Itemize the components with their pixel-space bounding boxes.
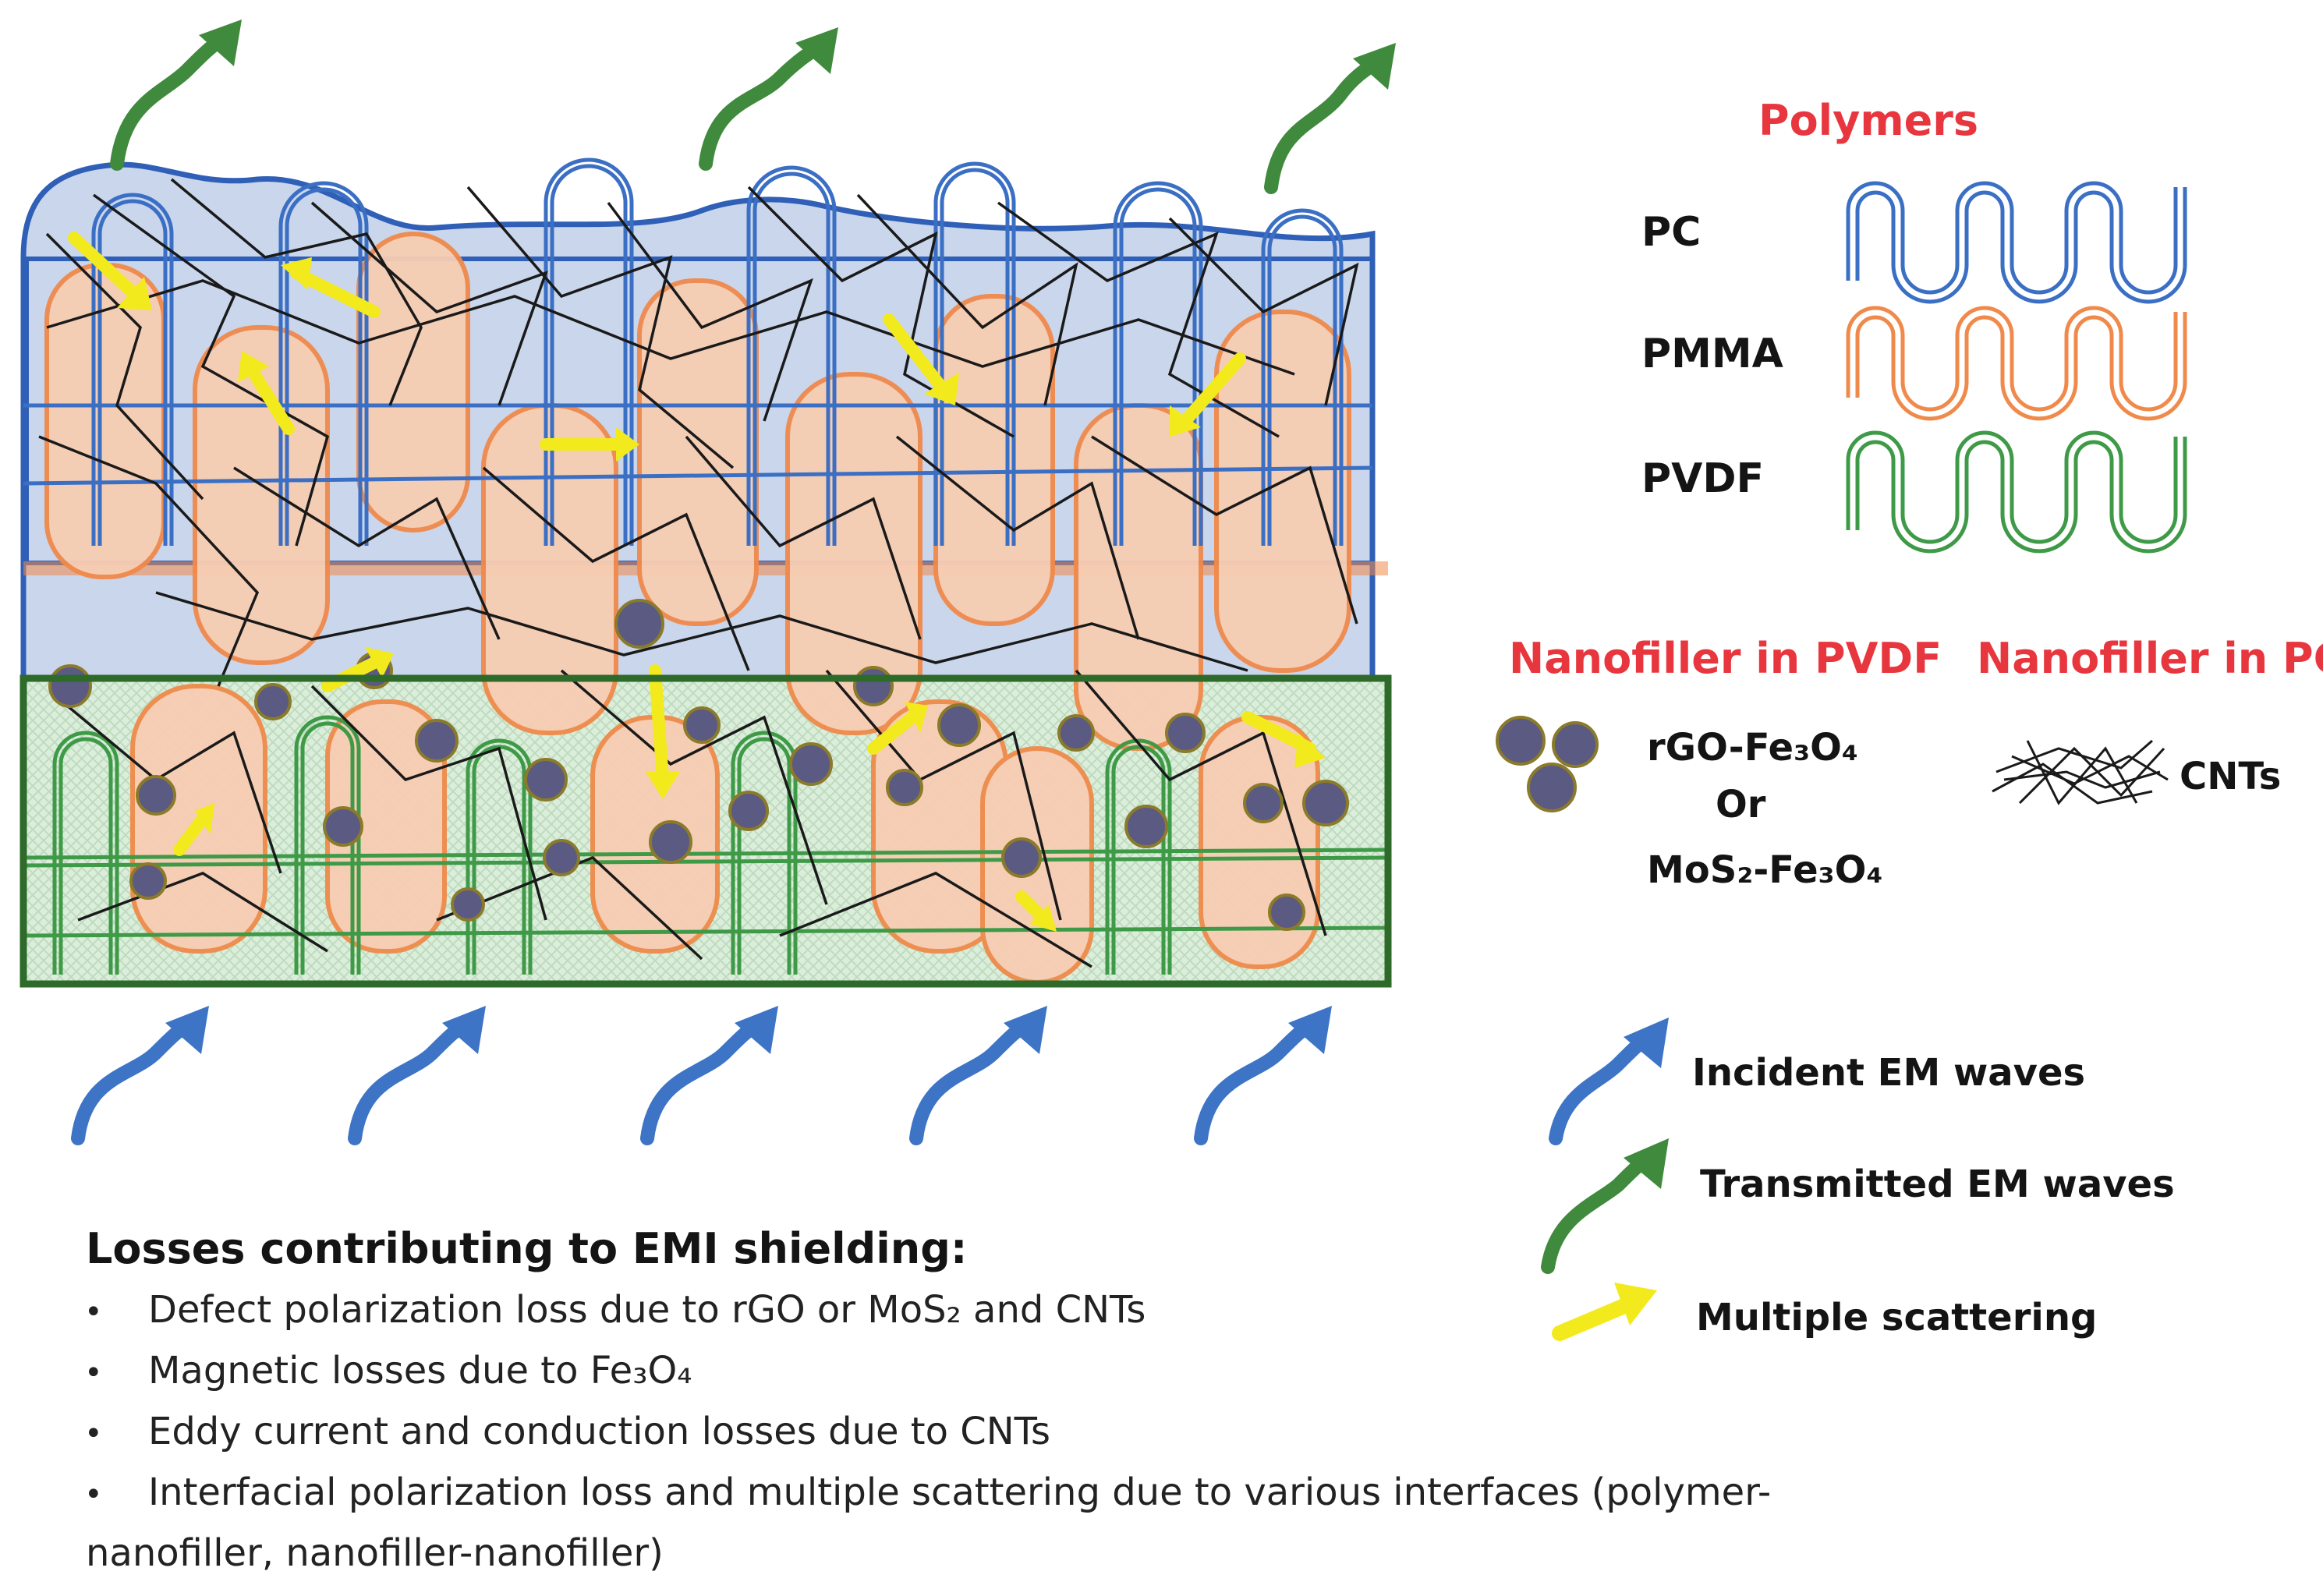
losses-heading: Losses contributing to EMI shielding: xyxy=(86,1224,968,1273)
nanoparticle-cluster-icon xyxy=(1496,716,1599,812)
bullet-marker: • xyxy=(84,1416,103,1452)
scattering-arrows xyxy=(68,232,1316,926)
nanofiller-pc-title: Nanofiller in PC xyxy=(1977,634,2323,683)
rgo-fe3o4-label: rGO-Fe₃O₄ xyxy=(1647,726,1858,770)
bullet-marker: • xyxy=(84,1294,103,1330)
pc-label: PC xyxy=(1641,209,1702,256)
loss-item-magnetic: Magnetic losses due to Fe₃O₄ xyxy=(148,1349,692,1393)
or-label: Or xyxy=(1716,783,1766,826)
mos2-fe3o4-label: MoS₂-Fe₃O₄ xyxy=(1647,848,1883,892)
loss-item-interfacial-polarization: Interfacial polarization loss and multip… xyxy=(148,1470,1772,1514)
bullet-marker: • xyxy=(84,1477,103,1513)
loss-item-defect-polarization: Defect polarization loss due to rGO or M… xyxy=(148,1288,1146,1332)
cnt-network xyxy=(38,178,1359,968)
nanofiller-pvdf-title: Nanofiller in PVDF xyxy=(1509,634,1942,683)
pvdf-chains xyxy=(23,715,1389,975)
pmma-label: PMMA xyxy=(1641,331,1783,377)
composite-block xyxy=(19,157,1392,988)
multiple-scattering-label: Multiple scattering xyxy=(1696,1296,2098,1339)
transmitted-arrows xyxy=(110,32,1383,194)
transmitted-arrow-icon xyxy=(1541,1138,1669,1274)
loss-item-eddy-current: Eddy current and conduction losses due t… xyxy=(148,1410,1051,1453)
cnt-bundle-icon xyxy=(1992,739,2169,805)
incident-arrow-icon xyxy=(1549,1017,1669,1145)
pvdf-label: PVDF xyxy=(1641,455,1765,502)
pmma-chain-icon xyxy=(1846,306,2187,421)
scattering-arrow-icon xyxy=(1552,1283,1657,1341)
pc-chain-icon xyxy=(1846,181,2187,304)
cnts-label: CNTs xyxy=(2180,755,2282,798)
incident-arrows xyxy=(71,1016,1321,1145)
polymers-title: Polymers xyxy=(1758,96,1979,145)
bullet-marker: • xyxy=(84,1355,103,1391)
polymer-chain-icon xyxy=(1846,181,2187,554)
pvdf-chain-icon xyxy=(1846,430,2187,554)
nanoparticle-clusters xyxy=(48,599,1349,931)
incident-waves-label: Incident EM waves xyxy=(1692,1051,2086,1095)
loss-item-interfacial-polarization-continued: nanofiller, nanofiller-nanofiller) xyxy=(86,1531,664,1575)
transmitted-waves-label: Transmitted EM waves xyxy=(1700,1162,2175,1206)
